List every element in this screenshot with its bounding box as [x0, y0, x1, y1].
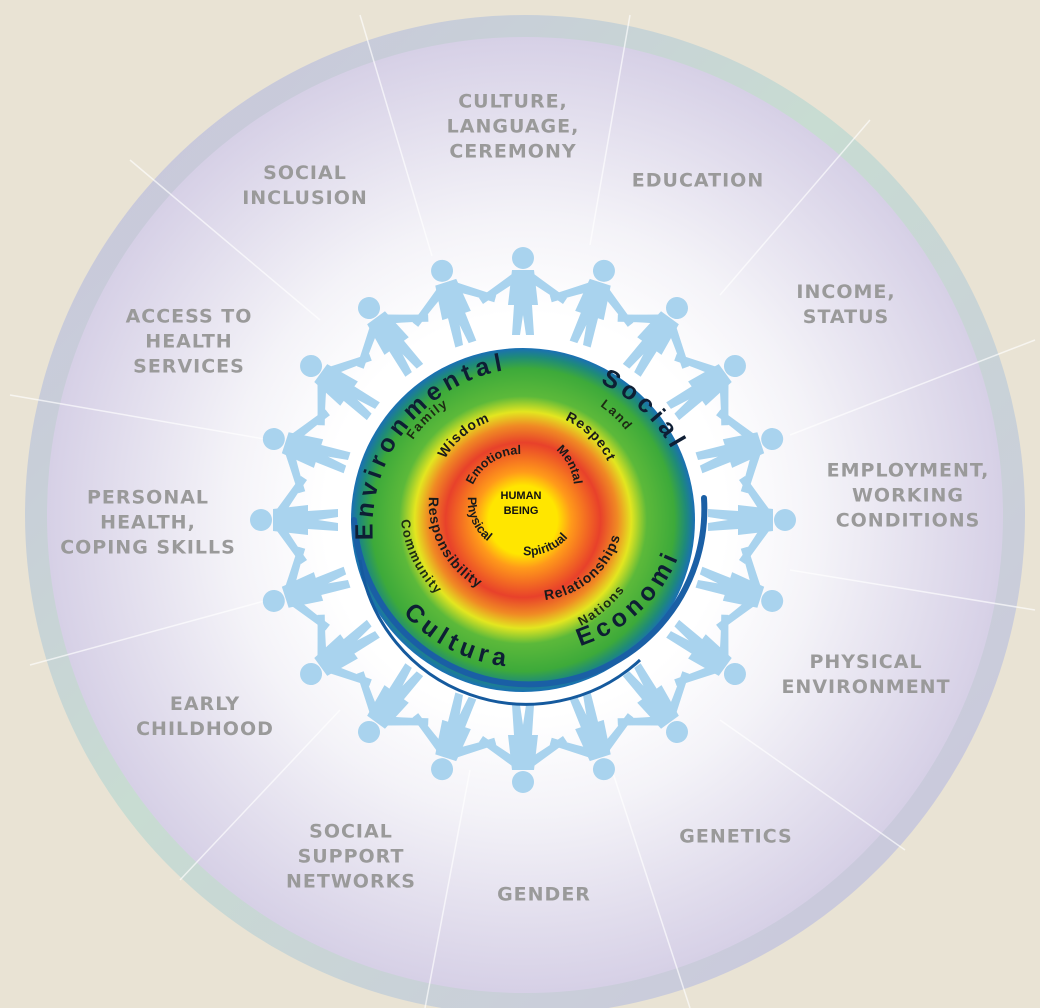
person-figure: [549, 259, 634, 348]
determinant-gender: GENDER: [497, 883, 591, 908]
person-figure: [479, 705, 567, 793]
person-figure: [250, 476, 338, 564]
determinant-education: EDUCATION: [632, 169, 764, 194]
determinant-early-childhood: EARLY CHILDHOOD: [136, 692, 274, 742]
person-figure: [262, 546, 351, 631]
det-line: CHILDHOOD: [136, 718, 274, 740]
sector-dividers: [9, 14, 1036, 1008]
person-figure: [300, 353, 380, 426]
det-line: WORKING: [851, 484, 965, 507]
det-line: SUPPORT: [297, 845, 405, 868]
determinant-social-support-networks: SOCIAL SUPPORT NETWORKS: [286, 820, 416, 895]
determinant-genetics: GENETICS: [679, 825, 792, 850]
person-figure: [666, 614, 746, 687]
person-figure: [695, 409, 784, 494]
person-figure: [412, 692, 497, 781]
person-figure: [262, 409, 351, 494]
det-line: HEALTH: [145, 330, 233, 353]
ring-of-people: [250, 247, 796, 793]
det-line: ACCESS TO: [125, 305, 253, 328]
det-line: NETWORKS: [286, 870, 416, 893]
det-line: INCOME,: [796, 281, 896, 303]
det-line: CULTURE,: [458, 90, 568, 113]
det-line: SERVICES: [133, 355, 245, 378]
wheel-swoosh: [351, 495, 708, 688]
determinant-physical-environment: PHYSICAL ENVIRONMENT: [781, 650, 950, 700]
det-line: HEALTH,: [100, 511, 196, 534]
det-line: PERSONAL: [86, 486, 210, 509]
det-line: SOCIAL: [263, 162, 347, 184]
determinant-income-status: INCOME, STATUS: [796, 280, 895, 330]
person-figure: [549, 692, 634, 781]
person-figure: [708, 476, 796, 564]
person-figure: [479, 247, 567, 335]
person-figure: [617, 297, 690, 377]
person-figure: [356, 663, 429, 743]
determinant-access-to-health-services: ACCESS TO HEALTH SERVICES: [126, 305, 253, 380]
person-figure: [412, 259, 497, 348]
determinant-employment-working-conditions: EMPLOYMENT, WORKING CONDITIONS: [827, 459, 990, 534]
person-figure: [695, 546, 784, 631]
det-line: CONDITIONS: [835, 509, 981, 532]
determinant-social-inclusion: SOCIAL INCLUSION: [242, 161, 368, 211]
det-line: EMPLOYMENT,: [826, 459, 990, 482]
det-line: GENETICS: [679, 825, 793, 848]
det-line: CEREMONY: [449, 140, 577, 163]
medicine-wheel: [351, 348, 695, 692]
det-line: EDUCATION: [631, 169, 765, 192]
det-line: INCLUSION: [242, 187, 368, 209]
determinant-personal-health-coping-skills: PERSONAL HEALTH, COPING SKILLS: [60, 486, 236, 561]
det-line: EARLY: [169, 693, 241, 715]
det-line: ENVIRONMENT: [781, 676, 951, 698]
det-line: STATUS: [802, 306, 890, 328]
determinant-culture-language-ceremony: CULTURE, LANGUAGE, CEREMONY: [447, 90, 580, 165]
center-line-2: BEING: [504, 505, 539, 517]
det-line: PHYSICAL: [809, 651, 923, 673]
det-line: LANGUAGE,: [446, 115, 580, 138]
det-line: COPING SKILLS: [60, 536, 236, 559]
center-line-1: HUMAN: [501, 490, 542, 502]
det-line: GENDER: [497, 883, 591, 906]
center-label: HUMAN BEING: [501, 490, 542, 517]
det-line: SOCIAL: [309, 820, 393, 843]
wheel-swoosh-inner: [358, 559, 642, 706]
